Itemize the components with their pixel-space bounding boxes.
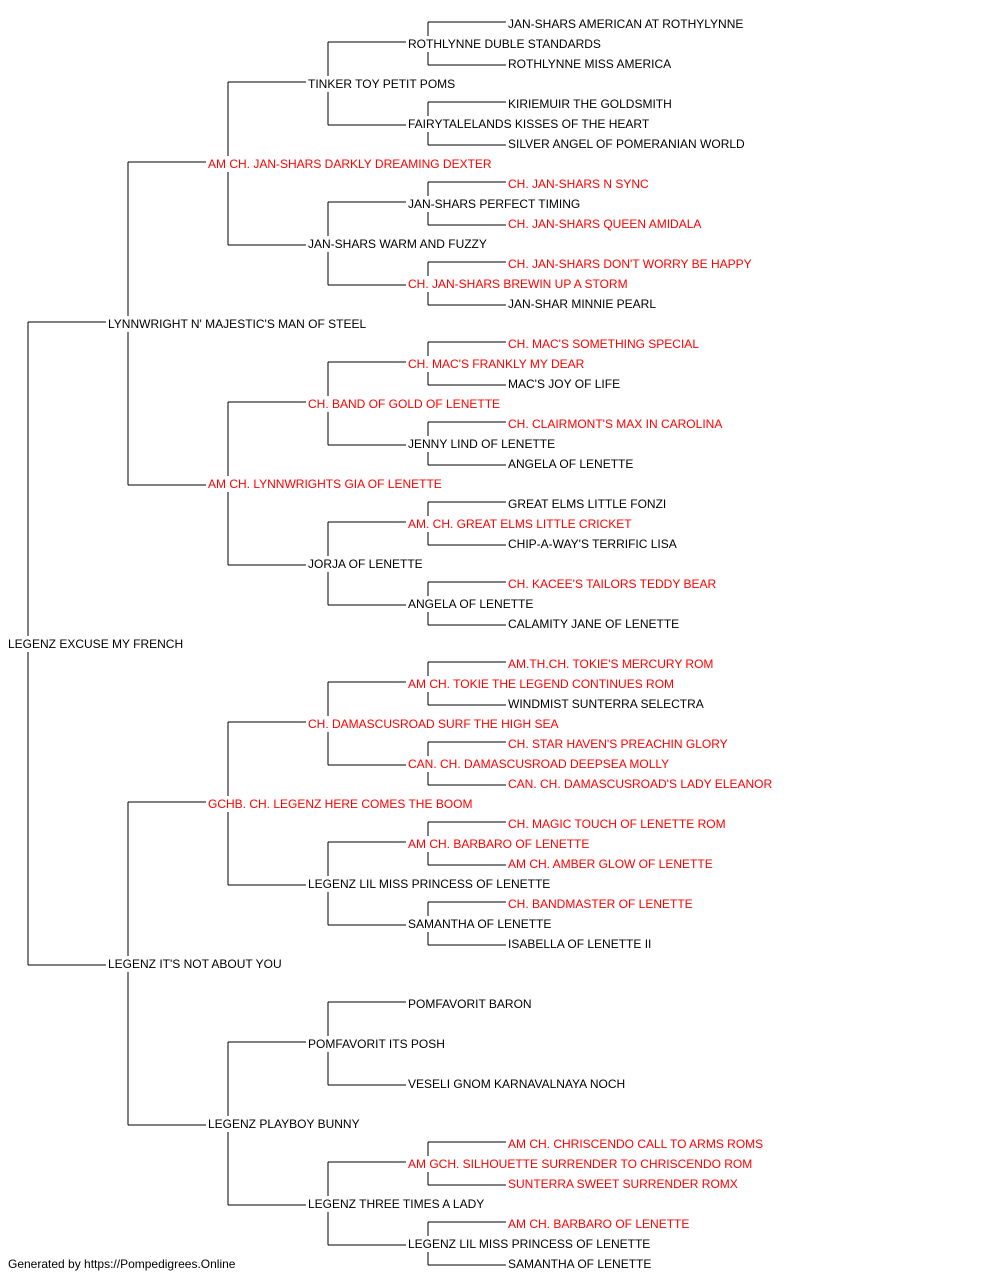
dog-name-gen3: JAN-SHARS WARM AND FUZZY	[308, 237, 487, 251]
dog-name-gen4: ANGELA OF LENETTE	[408, 597, 534, 611]
dog-name-gen5: AM.TH.CH. TOKIE'S MERCURY ROM	[508, 657, 714, 671]
dog-name-gen3: POMFAVORIT ITS POSH	[308, 1037, 445, 1051]
dog-name-gen4: AM. CH. GREAT ELMS LITTLE CRICKET	[408, 517, 632, 531]
dog-name-gen4: CAN. CH. DAMASCUSROAD DEEPSEA MOLLY	[408, 757, 670, 771]
dog-name-gen5: AM CH. BARBARO OF LENETTE	[508, 1217, 690, 1231]
dog-name-gen5: WINDMIST SUNTERRA SELECTRA	[508, 697, 704, 711]
dog-name-gen5: CHIP-A-WAY'S TERRIFIC LISA	[508, 537, 677, 551]
dog-name-gen4: LEGENZ LIL MISS PRINCESS OF LENETTE	[408, 1237, 651, 1251]
dog-name-gen5: ROTHLYNNE MISS AMERICA	[508, 57, 672, 71]
dog-name-gen5: SUNTERRA SWEET SURRENDER ROMX	[508, 1177, 738, 1191]
dog-name-gen0: LEGENZ EXCUSE MY FRENCH	[8, 637, 184, 651]
dog-name-gen5: CH. MAGIC TOUCH OF LENETTE ROM	[508, 817, 726, 831]
dog-name-gen5: MAC'S JOY OF LIFE	[508, 377, 621, 391]
dog-name-gen5: SILVER ANGEL OF POMERANIAN WORLD	[508, 137, 745, 151]
dog-name-gen4: CH. JAN-SHARS BREWIN UP A STORM	[408, 277, 628, 291]
dog-name-gen5: JAN-SHARS AMERICAN AT ROTHYLYNNE	[508, 17, 744, 31]
dog-name-gen4: AM GCH. SILHOUETTE SURRENDER TO CHRISCEN…	[408, 1157, 753, 1171]
dog-name-gen4: JENNY LIND OF LENETTE	[408, 437, 556, 451]
dog-name-gen5: SAMANTHA OF LENETTE	[508, 1257, 652, 1271]
dog-name-gen4: ROTHLYNNE DUBLE STANDARDS	[408, 37, 601, 51]
dog-name-gen5: JAN-SHAR MINNIE PEARL	[508, 297, 657, 311]
dog-name-gen5: GREAT ELMS LITTLE FONZI	[508, 497, 667, 511]
dog-name-gen5: CH. CLAIRMONT'S MAX IN CAROLINA	[508, 417, 723, 431]
dog-name-gen2: AM CH. JAN-SHARS DARKLY DREAMING DEXTER	[208, 157, 492, 171]
dog-name-gen1: LYNNWRIGHT N' MAJESTIC'S MAN OF STEEL	[108, 317, 367, 331]
dog-name-gen4: CH. MAC'S FRANKLY MY DEAR	[408, 357, 585, 371]
dog-name-gen4: AM CH. BARBARO OF LENETTE	[408, 837, 590, 851]
dog-name-gen5: CH. STAR HAVEN'S PREACHIN GLORY	[508, 737, 728, 751]
dog-name-gen3: TINKER TOY PETIT POMS	[308, 77, 456, 91]
dog-name-gen3: LEGENZ LIL MISS PRINCESS OF LENETTE	[308, 877, 551, 891]
dog-name-gen4: AM CH. TOKIE THE LEGEND CONTINUES ROM	[408, 677, 675, 691]
dog-name-gen5: AM CH. AMBER GLOW OF LENETTE	[508, 857, 713, 871]
dog-name-gen5: CH. MAC'S SOMETHING SPECIAL	[508, 337, 699, 351]
dog-name-gen3: CH. DAMASCUSROAD SURF THE HIGH SEA	[308, 717, 559, 731]
dog-name-gen5: CH. BANDMASTER OF LENETTE	[508, 897, 693, 911]
dog-name-gen2: AM CH. LYNNWRIGHTS GIA OF LENETTE	[208, 477, 442, 491]
dog-name-gen1: LEGENZ IT'S NOT ABOUT YOU	[108, 957, 282, 971]
dog-name-gen5: CH. JAN-SHARS N SYNC	[508, 177, 649, 191]
dog-name-gen2: LEGENZ PLAYBOY BUNNY	[208, 1117, 360, 1131]
dog-name-gen4: SAMANTHA OF LENETTE	[408, 917, 552, 931]
dog-name-gen4: JAN-SHARS PERFECT TIMING	[408, 197, 581, 211]
dog-name-gen4: VESELI GNOM KARNAVALNAYA NOCH	[408, 1077, 626, 1091]
dog-name-gen5: ANGELA OF LENETTE	[508, 457, 634, 471]
dog-name-gen3: CH. BAND OF GOLD OF LENETTE	[308, 397, 501, 411]
dog-name-gen3: JORJA OF LENETTE	[308, 557, 423, 571]
dog-name-gen3: LEGENZ THREE TIMES A LADY	[308, 1197, 485, 1211]
dog-name-gen5: ISABELLA OF LENETTE II	[508, 937, 652, 951]
dog-name-gen5: CALAMITY JANE OF LENETTE	[508, 617, 680, 631]
dog-name-gen5: KIRIEMUIR THE GOLDSMITH	[508, 97, 672, 111]
dog-name-gen5: CAN. CH. DAMASCUSROAD'S LADY ELEANOR	[508, 777, 773, 791]
dog-name-gen4: FAIRYTALELANDS KISSES OF THE HEART	[408, 117, 650, 131]
generated-by-footer: Generated by https://Pompedigrees.Online	[8, 1257, 236, 1271]
dog-name-gen5: CH. KACEE'S TAILORS TEDDY BEAR	[508, 577, 717, 591]
dog-name-gen5: CH. JAN-SHARS QUEEN AMIDALA	[508, 217, 702, 231]
dog-name-gen5: CH. JAN-SHARS DON'T WORRY BE HAPPY	[508, 257, 752, 271]
dog-name-gen5: AM CH. CHRISCENDO CALL TO ARMS ROMS	[508, 1137, 764, 1151]
dog-name-gen4: POMFAVORIT BARON	[408, 997, 532, 1011]
dog-name-gen2: GCHB. CH. LEGENZ HERE COMES THE BOOM	[208, 797, 473, 811]
